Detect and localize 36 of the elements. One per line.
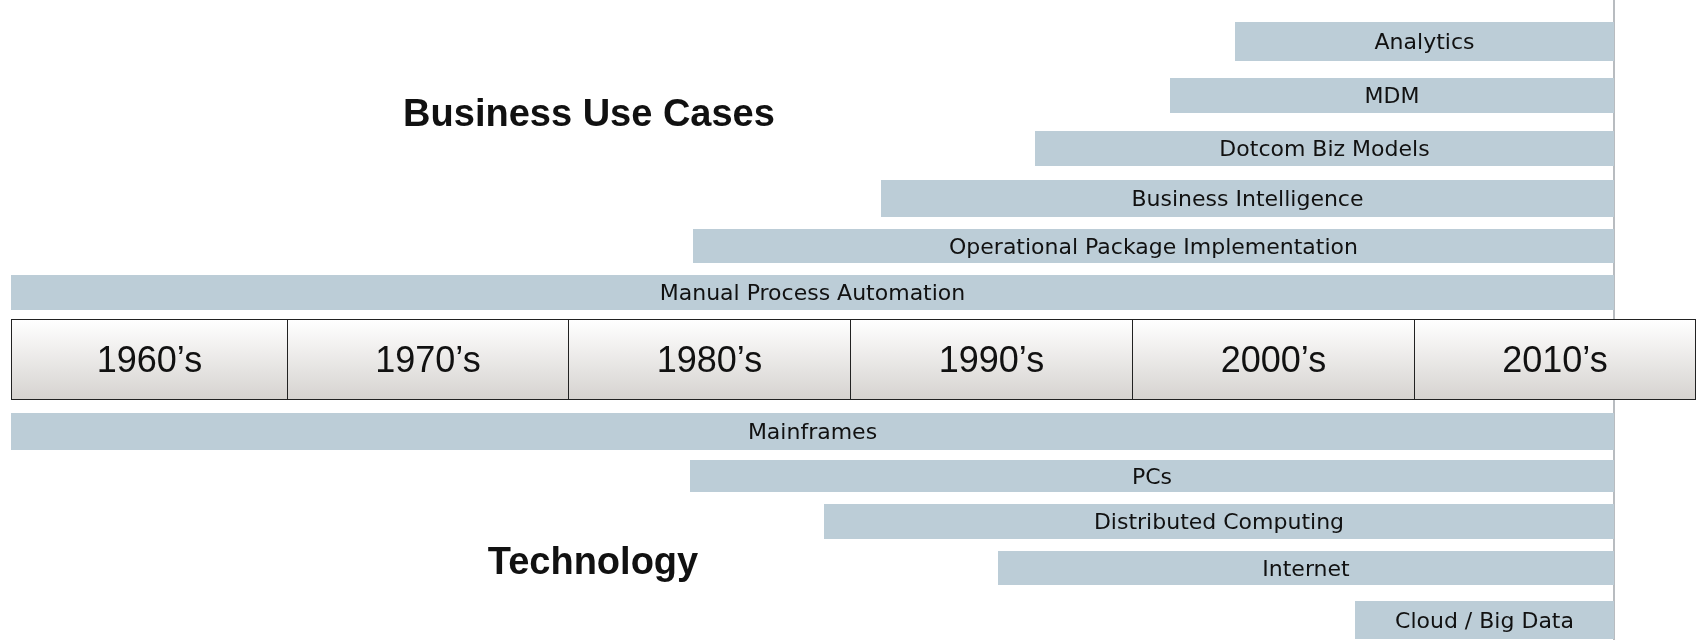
bar-label: Operational Package Implementation <box>949 233 1358 259</box>
decade-label: 1980’s <box>656 338 763 381</box>
bar-label: Distributed Computing <box>1093 509 1345 534</box>
bar-label: MDM <box>1364 83 1420 108</box>
bar-label: Internet <box>1262 555 1350 581</box>
decade-cell <box>850 319 1133 400</box>
timeline-bar <box>998 551 1614 585</box>
timeline-bar <box>11 413 1614 450</box>
timeline-bar <box>1235 22 1614 61</box>
decade-label: 2010’s <box>1502 338 1608 381</box>
bar-label: Mainframes <box>747 419 878 444</box>
bar-label: Analytics <box>1374 29 1475 54</box>
decade-label: 1990’s <box>938 338 1045 381</box>
timeline-bar <box>824 504 1614 539</box>
decade-cell <box>1132 319 1415 400</box>
bar-label: Dotcom Biz Models <box>1219 136 1430 161</box>
decade-label: 1970’s <box>375 338 481 381</box>
decade-cell <box>568 319 851 400</box>
section-heading: Technology <box>487 540 699 583</box>
timeline-bar <box>1035 131 1614 166</box>
timeline-bar <box>11 275 1614 310</box>
decade-cell <box>11 319 288 400</box>
timeline-bar <box>1355 601 1614 639</box>
timeline-bar <box>693 229 1614 263</box>
section-heading: Business Use Cases <box>403 92 775 135</box>
decade-label: 2000’s <box>1220 338 1327 381</box>
bar-label: PCs <box>1131 463 1173 489</box>
timeline-bar <box>881 180 1614 217</box>
decade-label: 1960’s <box>96 338 203 381</box>
bar-label: Business Intelligence <box>1131 186 1364 211</box>
decade-cell <box>287 319 569 400</box>
bar-label: Cloud / Big Data <box>1395 607 1574 633</box>
decade-cell <box>1414 319 1696 400</box>
bar-label: Manual Process Automation <box>659 280 966 305</box>
timeline-bar <box>690 460 1614 492</box>
timeline-bar <box>1170 78 1614 113</box>
